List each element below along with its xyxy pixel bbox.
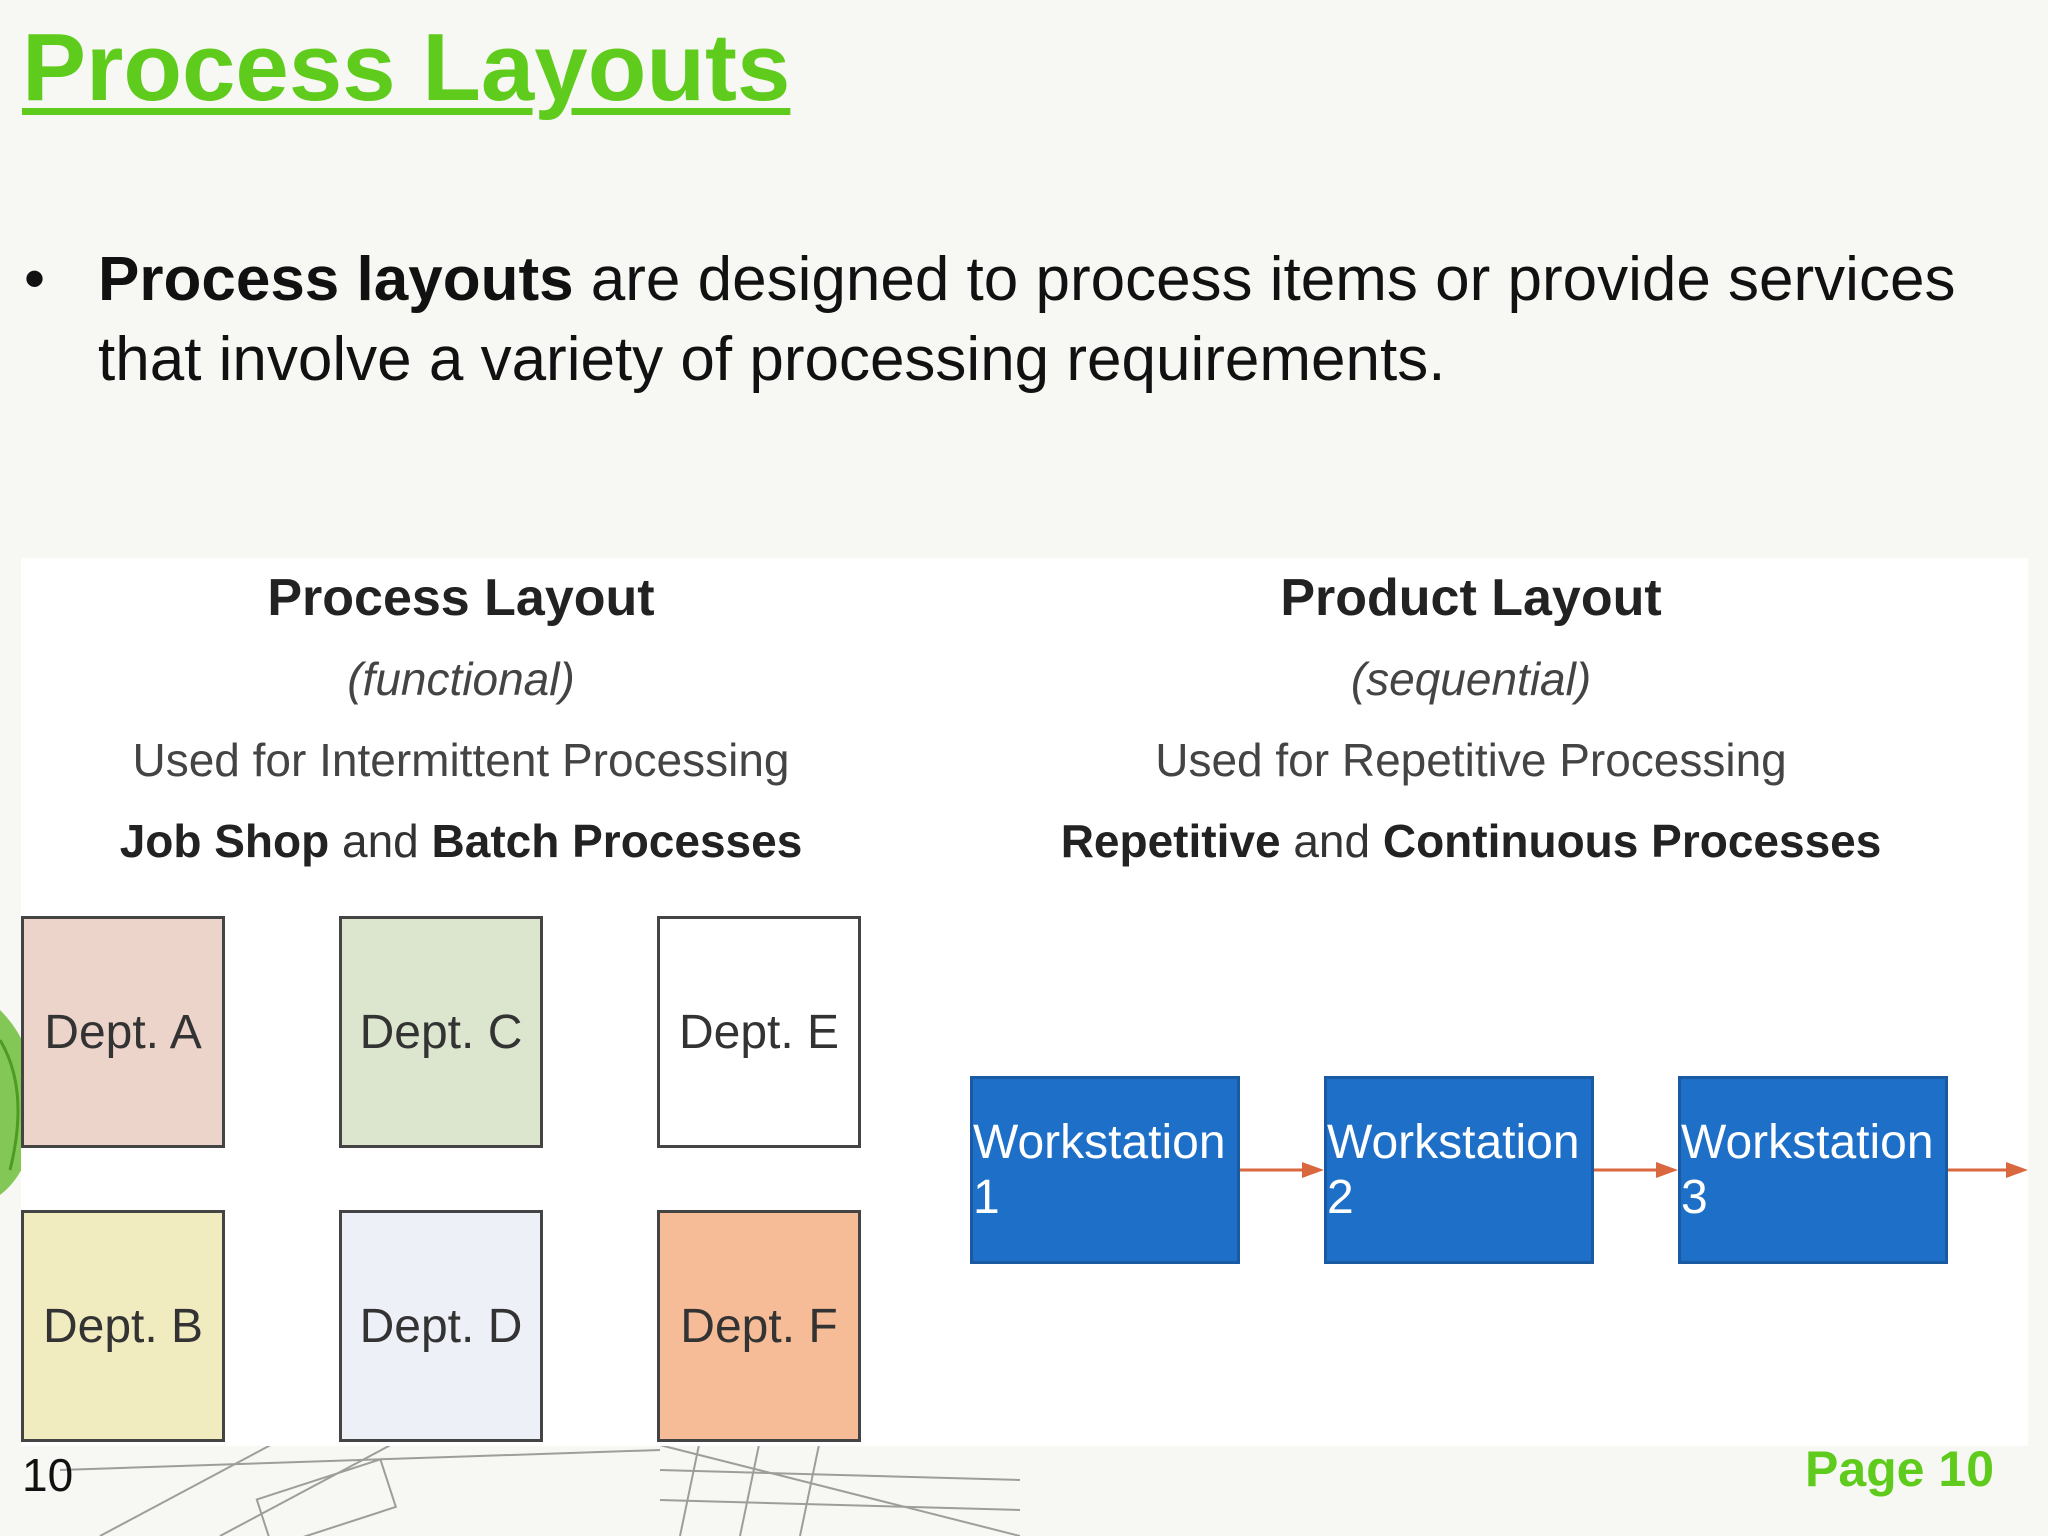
department-b: Dept. B — [21, 1210, 225, 1442]
process-layout-header: Process Layout (functional) Used for Int… — [61, 558, 861, 882]
process-layout-types: Job Shop and Batch Processes — [61, 801, 861, 882]
layout-comparison-figure: Process Layout (functional) Used for Int… — [21, 558, 2028, 1446]
page-label: Page 10 — [1804, 1441, 1994, 1497]
department-a: Dept. A — [21, 916, 225, 1148]
product-type-1: Repetitive — [1060, 815, 1281, 867]
process-type-1: Job Shop — [119, 815, 330, 867]
product-layout-title: Product Layout — [1280, 569, 1662, 627]
product-layout-usage: Used for Repetitive Processing — [1155, 734, 1787, 786]
arrow-right-icon — [1948, 1162, 2028, 1178]
department-d: Dept. D — [339, 1210, 543, 1442]
department-c: Dept. C — [339, 916, 543, 1148]
department-f: Dept. F — [657, 1210, 861, 1442]
bullet-text: Process layouts are designed to process … — [98, 240, 1958, 400]
product-layout-header: Product Layout (sequential) Used for Rep… — [1051, 558, 1891, 882]
workstation-3: Workstation 3 — [1678, 1076, 1948, 1264]
process-type-2: Batch Processes — [431, 815, 803, 867]
workstation-2: Workstation 2 — [1324, 1076, 1594, 1264]
process-layout-usage: Used for Intermittent Processing — [132, 734, 790, 786]
product-type-2: Continuous Processes — [1382, 815, 1882, 867]
process-layout-title: Process Layout — [267, 569, 655, 627]
bullet-body: are designed to process items or provide… — [98, 245, 1956, 394]
arrow-right-icon — [1594, 1162, 1678, 1178]
process-layout-subtitle: (functional) — [347, 653, 575, 705]
workstation-1: Workstation 1 — [970, 1076, 1240, 1264]
bullet-bold-term: Process layouts — [98, 245, 574, 314]
process-type-and: and — [329, 815, 432, 867]
slide-number: 10 — [22, 1449, 74, 1501]
arrow-right-icon — [1240, 1162, 1324, 1178]
department-e: Dept. E — [657, 916, 861, 1148]
product-layout-types: Repetitive and Continuous Processes — [1051, 801, 1891, 882]
bullet-dot-icon: • — [24, 245, 46, 312]
blueprint-sketch-decoration-icon — [60, 1440, 1020, 1536]
product-layout-subtitle: (sequential) — [1350, 653, 1592, 705]
page-title: Process Layouts — [22, 14, 791, 121]
product-type-and: and — [1280, 815, 1383, 867]
